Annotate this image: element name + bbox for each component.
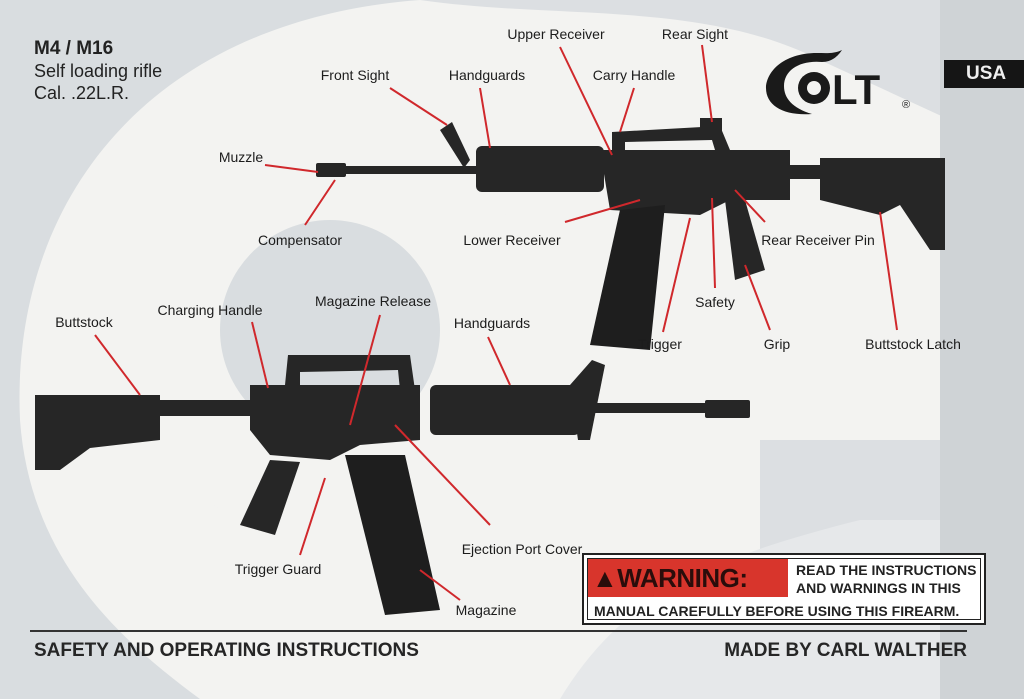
label-buttstock: Buttstock bbox=[55, 314, 113, 330]
label-front-sight: Front Sight bbox=[320, 67, 390, 83]
label-magazine: Magazine bbox=[455, 602, 517, 618]
label-rear-sight: Rear Sight bbox=[661, 26, 729, 42]
product-title: M4 / M16 Self loading rifle Cal. .22L.R. bbox=[34, 38, 162, 104]
footer-divider bbox=[30, 630, 967, 632]
caliber: Cal. .22L.R. bbox=[34, 83, 130, 103]
label-lower-receiver: Lower Receiver bbox=[463, 232, 561, 248]
warning-line-1: READ THE INSTRUCTIONS bbox=[796, 562, 977, 578]
label-ejection-port-cover: Ejection Port Cover bbox=[461, 541, 583, 557]
top-handguards bbox=[476, 146, 604, 192]
label-muzzle: Muzzle bbox=[218, 149, 264, 165]
warning-triangle-icon: ▲ bbox=[592, 563, 618, 593]
label-magazine-release: Magazine Release bbox=[315, 293, 431, 309]
colt-logo: LT ® bbox=[762, 48, 922, 123]
label-safety: Safety bbox=[695, 294, 735, 310]
label-handguards-bottom: Handguards bbox=[453, 315, 531, 331]
bottom-buttstock bbox=[35, 395, 160, 470]
label-upper-receiver: Upper Receiver bbox=[507, 26, 605, 42]
bottom-compensator bbox=[705, 400, 750, 418]
warning-box: ▲WARNING: READ THE INSTRUCTIONS AND WARN… bbox=[582, 553, 986, 625]
country-badge: USA bbox=[944, 60, 1024, 88]
top-magazine bbox=[590, 205, 665, 350]
label-trigger-guard: Trigger Guard bbox=[234, 561, 322, 577]
warning-line-3: MANUAL CAREFULLY BEFORE USING THIS FIREA… bbox=[594, 603, 960, 619]
top-carry-handle bbox=[612, 126, 730, 155]
top-rifle bbox=[316, 118, 945, 350]
bottom-receiver bbox=[250, 385, 420, 460]
rifle-type: Self loading rifle bbox=[34, 61, 163, 81]
warning-line-2: AND WARNINGS IN THIS bbox=[796, 580, 961, 596]
warning-banner: ▲WARNING: bbox=[588, 559, 788, 597]
label-charging-handle: Charging Handle bbox=[157, 302, 263, 318]
top-grip bbox=[725, 200, 765, 280]
footer-title: SAFETY AND OPERATING INSTRUCTIONS bbox=[34, 640, 419, 661]
bottom-carry-handle bbox=[285, 355, 415, 390]
top-buttstock bbox=[820, 158, 945, 250]
label-compensator: Compensator bbox=[257, 232, 343, 248]
bottom-rifle bbox=[35, 355, 750, 615]
top-compensator bbox=[316, 163, 346, 177]
svg-text:®: ® bbox=[902, 99, 910, 111]
label-trigger: Trigger bbox=[638, 336, 682, 352]
label-buttstock-latch: Buttstock Latch bbox=[865, 336, 961, 352]
colt-logo-mark: LT ® bbox=[766, 50, 910, 115]
label-rear-receiver-pin: Rear Receiver Pin bbox=[761, 232, 875, 248]
warning-label: WARNING: bbox=[617, 563, 748, 593]
footer-manufacturer: MADE BY CARL WALTHER bbox=[724, 640, 967, 661]
bottom-handguards bbox=[430, 385, 580, 435]
logo-text: LT bbox=[832, 66, 881, 113]
label-carry-handle: Carry Handle bbox=[592, 67, 676, 83]
bottom-grip bbox=[240, 460, 300, 535]
bottom-magazine bbox=[345, 455, 440, 615]
label-handguards-top: Handguards bbox=[448, 67, 526, 83]
model-name: M4 / M16 bbox=[34, 38, 114, 59]
label-grip: Grip bbox=[763, 336, 791, 352]
